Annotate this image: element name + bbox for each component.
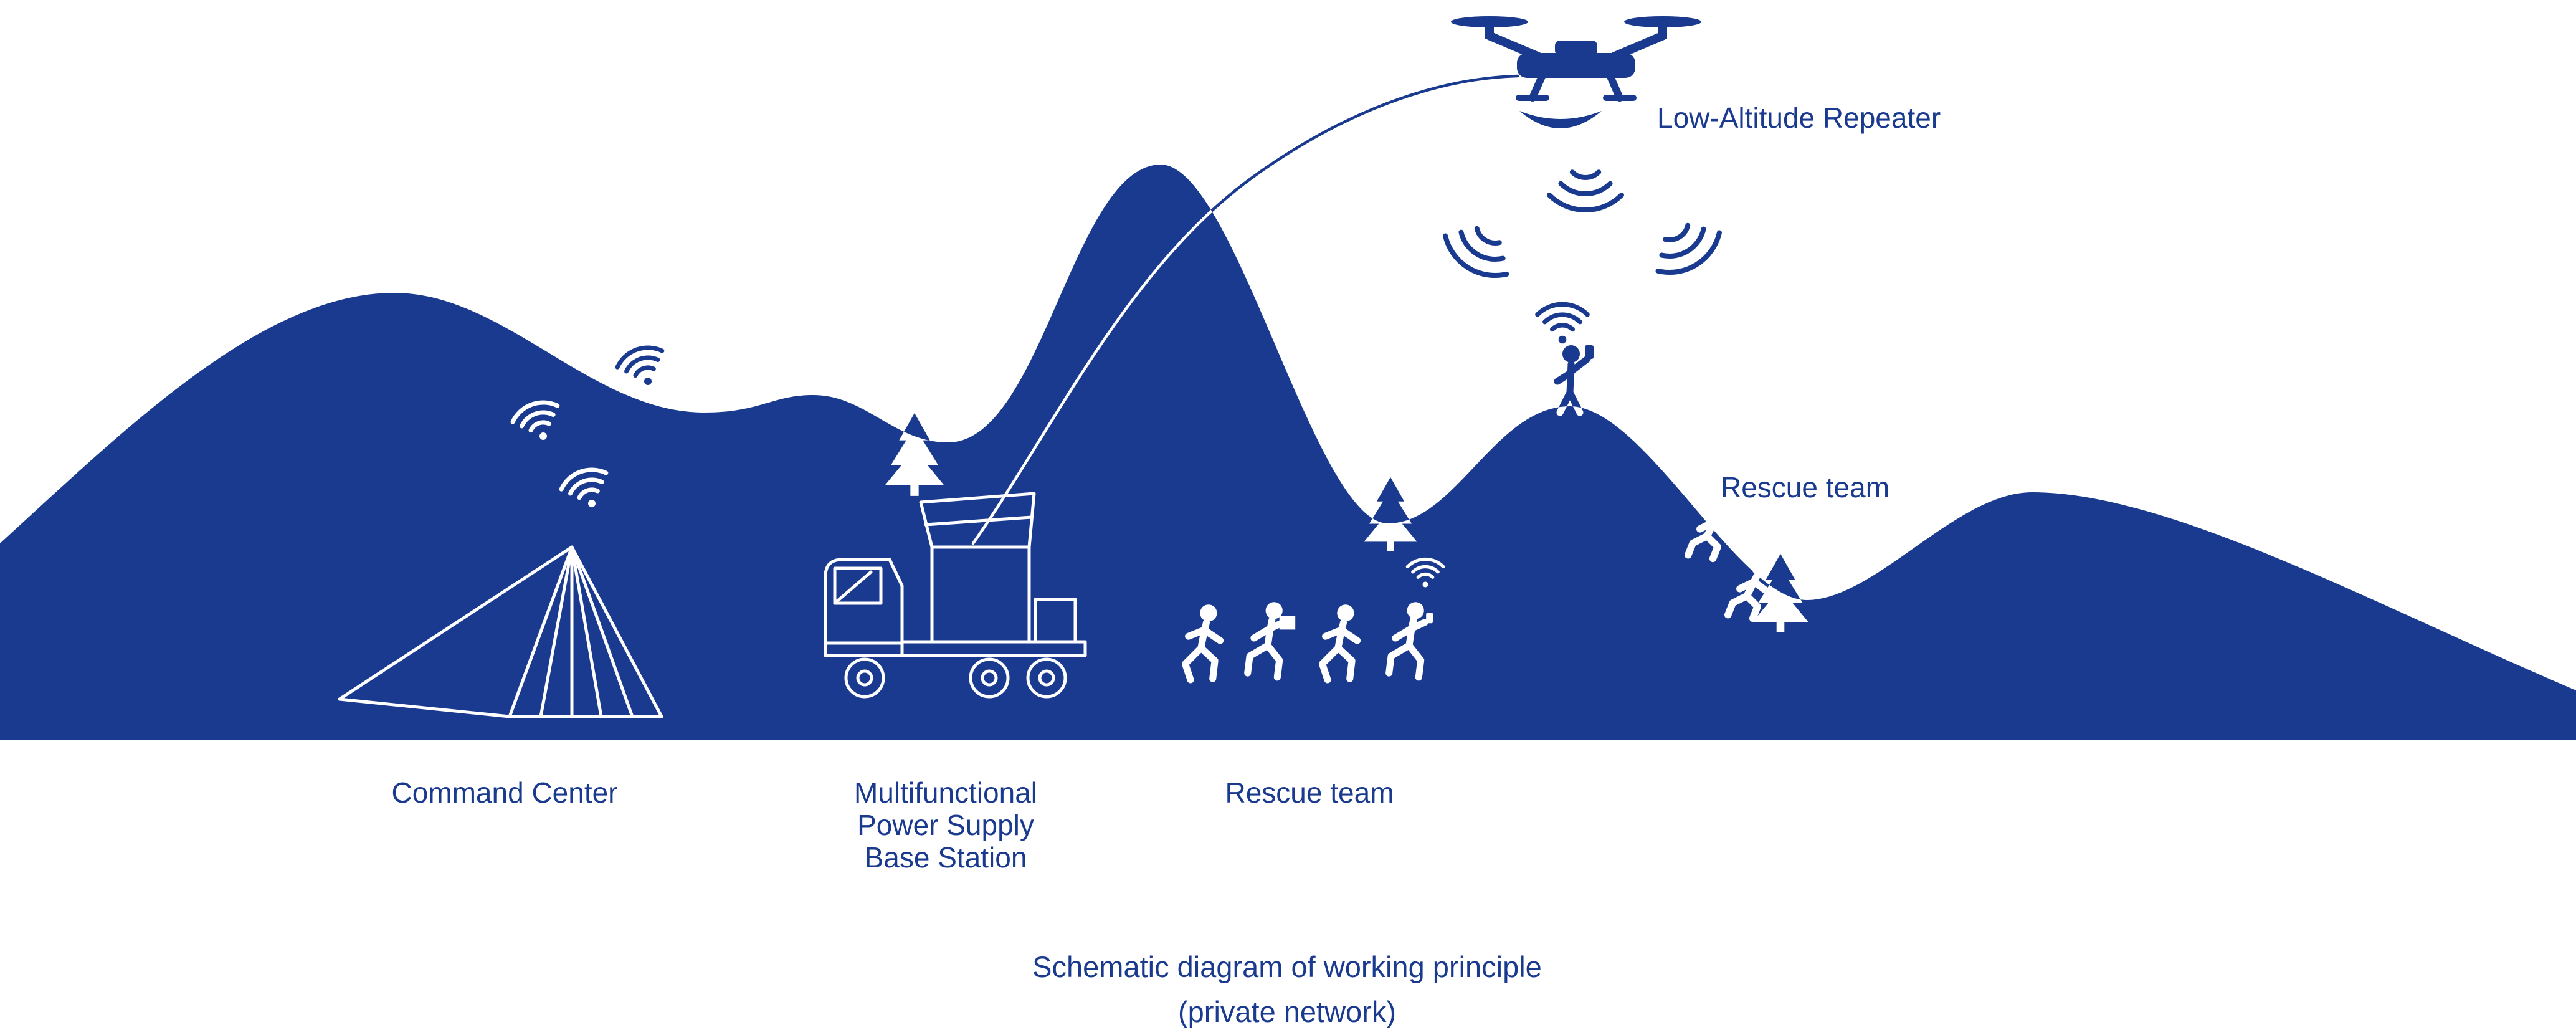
signal-waves-icon [1437,216,1519,287]
label-low-altitude-repeater: Low-Altitude Repeater [1657,102,1941,134]
runner-icon [1389,602,1433,677]
label-rescue-team-hill: Rescue team [1721,471,1889,503]
radio-icon [1426,613,1433,624]
low-altitude-repeater [1437,16,1727,287]
rescue-team-runners [1186,559,1443,679]
supply-box-icon [1279,616,1296,630]
truck-icon [824,492,1087,699]
dish-icon [1519,111,1602,128]
mountain-silhouette [0,164,2576,740]
power-box-icon [930,545,1031,644]
label-base-station-line2: Power Supply [857,809,1034,841]
label-base-station-line1: Multifunctional [854,776,1037,809]
wifi-icon [1538,304,1587,343]
tent-icon [338,545,663,718]
signal-waves-icon [1549,172,1622,210]
label-command-center: Command Center [391,776,617,809]
runner-icon [1248,602,1296,677]
signal-waves-icon [1646,213,1728,284]
label-rescue-team-ground: Rescue team [1225,776,1394,809]
caption-line1: Schematic diagram of working principle [1032,950,1542,983]
wifi-icon [614,341,672,393]
caption-line2: (private network) [1178,995,1396,1028]
drone-icon [1451,16,1701,98]
standing-rescuer-icon [1557,345,1594,413]
label-base-station-line3: Base Station [865,841,1027,874]
